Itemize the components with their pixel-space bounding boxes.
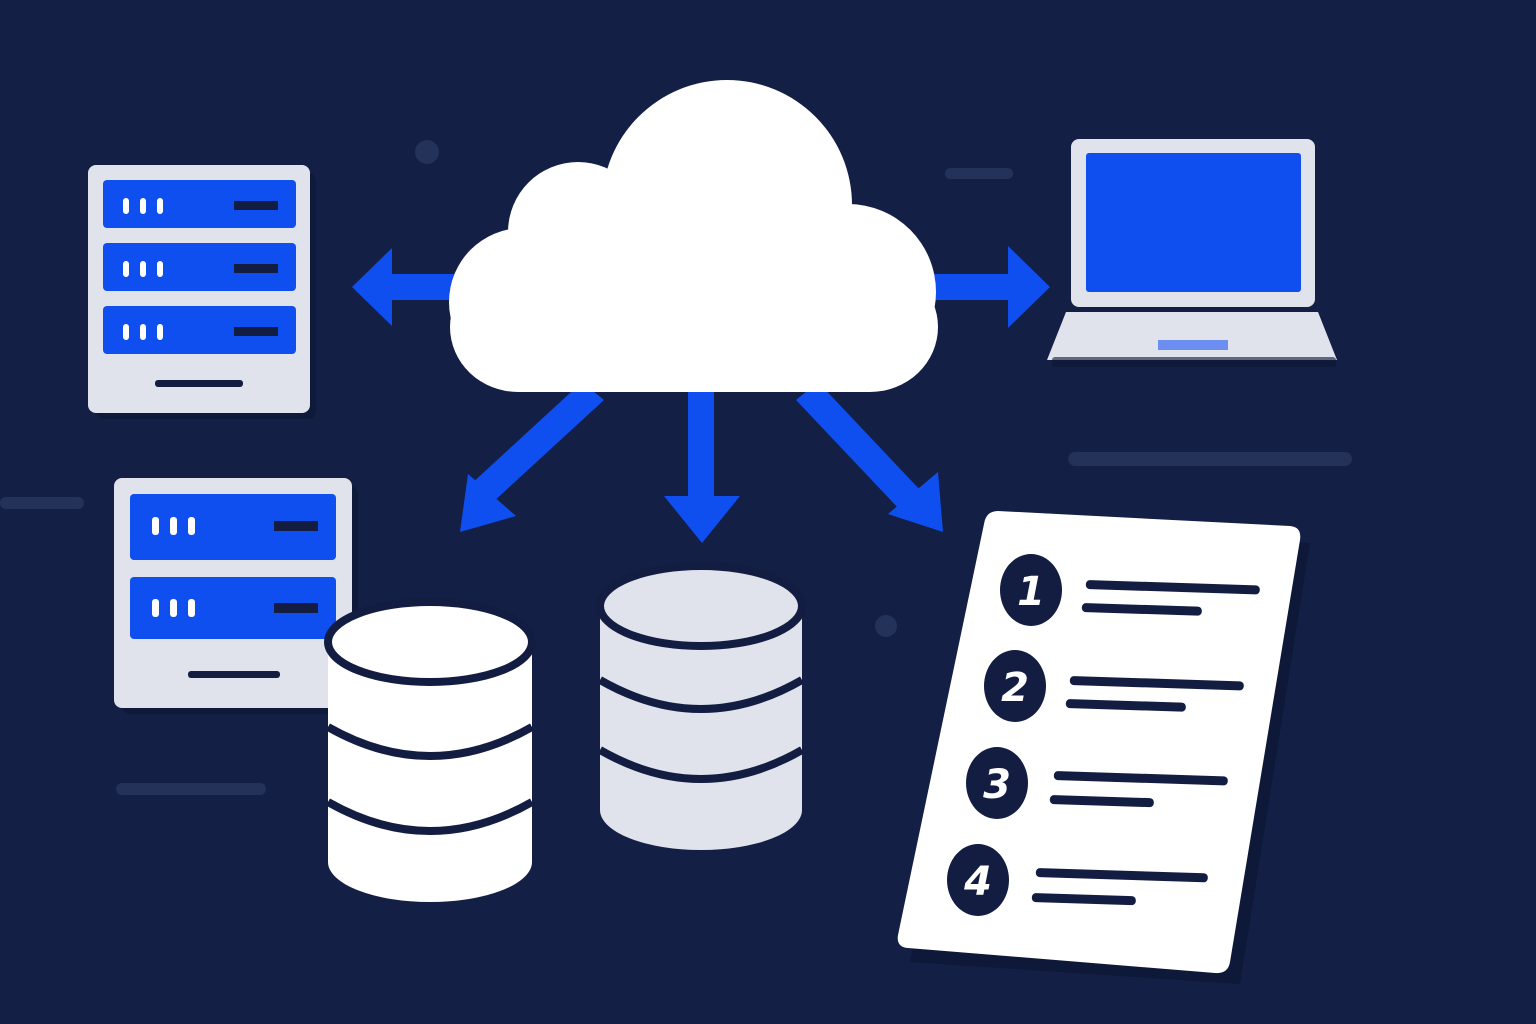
decor-line [116, 783, 266, 795]
server-unit [103, 180, 296, 228]
numbered-list-document-icon: 1 2 3 4 [897, 511, 1310, 984]
server-rack-icon [88, 165, 316, 419]
decor-dot [875, 615, 897, 637]
arrow-to-checklist [796, 382, 943, 532]
checklist-item: 1 [1000, 554, 1260, 626]
database-icon [596, 562, 806, 850]
decor-line [945, 168, 1013, 179]
step-number: 2 [1001, 665, 1029, 711]
server-unit [103, 306, 296, 354]
arrow-to-database-center [664, 380, 740, 543]
checklist-item: 3 [966, 747, 1228, 819]
checklist-item: 2 [984, 650, 1244, 722]
cloud-icon [449, 80, 938, 392]
decor-dot [415, 140, 439, 164]
step-number: 4 [963, 859, 992, 905]
server-unit [130, 577, 336, 639]
laptop-icon [1047, 139, 1337, 367]
arrow-to-database-left [460, 382, 604, 532]
database-icon [324, 598, 536, 902]
step-number: 1 [1017, 569, 1045, 615]
decor-line [0, 497, 84, 509]
server-unit [130, 494, 336, 560]
checklist-item: 4 [947, 844, 1208, 916]
server-unit [103, 243, 296, 291]
background-decorations [0, 140, 1352, 795]
decor-line [1068, 452, 1352, 466]
server-rack-icon [114, 478, 358, 714]
arrow-to-laptop [920, 246, 1050, 328]
step-number: 3 [983, 762, 1011, 808]
